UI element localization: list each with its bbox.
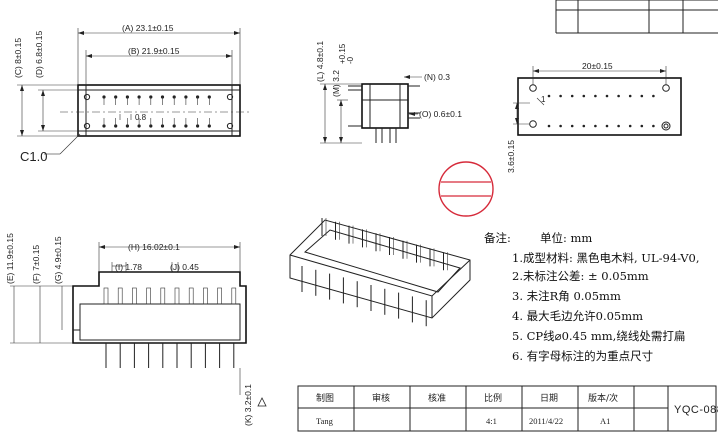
footprint-pin [559,124,562,128]
front-pin-top [132,287,137,305]
chamfer-label: C1.0 [20,149,47,164]
footprint-pin [547,94,551,98]
top-view-pins-top [83,93,234,105]
dim-f-label: (F) 7±0.15 [31,245,41,284]
dim-k-label: (K) 3.2±0.1 [243,384,253,426]
footprint-pin [652,94,655,98]
note-6: 6. 有字母标注的为重点尺寸 [512,349,653,363]
dim-footprint-height: 3.6±0.15 [506,140,516,173]
dim-a-label: (A) 23.1±0.15 [122,23,174,33]
front-pin-top [146,287,151,305]
tb-value-3: 4:1 [486,416,497,426]
note-1: 1.成型材料: 黑色电木料, UL-94-V0, [512,251,700,265]
footprint-pin [617,94,620,98]
footprint-pin [582,124,586,128]
footprint-view: 1 20±0.15 3.6±0.15 [506,61,682,173]
tb-header-4: 日期 [540,393,558,404]
footprint-pin [605,124,609,128]
isometric-pins [301,218,448,327]
footprint-pin [640,124,644,128]
footprint-pin [594,94,597,98]
front-pin-top [203,287,208,305]
front-view-pins [103,287,237,368]
footprint-pins-top [547,94,655,98]
footprint-pin [547,124,551,128]
notes-block: 备注: 单位: mm 1.成型材料: 黑色电木料, UL-94-V0, 2.未标… [484,231,700,363]
tb-header-0: 制图 [316,392,334,404]
tb-header-3: 比例 [484,392,502,404]
front-pin-top [117,287,123,305]
dim-g-label: (G) 4.9±0.15 [53,236,63,284]
front-pin-top [160,287,166,305]
dim-j-label: (J) 0.45 [170,262,199,272]
dim-i-label: (I) 1.78 [115,262,142,272]
dim-h-label: (H) 16.02±0.1 [128,242,180,252]
top-view: 0.8 (A) 23.1±0.15 (B) 21.9±0.15 (C) 8±0.… [13,23,252,164]
dim-n-label: (N) 0.3 [424,72,450,82]
side-view: (L) 4.8±0.1 (M) 3.2 +0.15 -0 (N) 0.3 (O)… [315,41,462,144]
tb-value-0: Tang [316,416,334,426]
inspection-stamp [438,161,494,217]
title-block: 制图 审核 核准 比例 日期 版本/次 Tang 4:1 2011/4/22 A… [297,385,718,432]
front-pin-top [188,287,194,305]
footprint-pin [628,124,632,128]
revision-grid [555,0,718,34]
dim-c-label: (C) 8±0.15 [13,38,23,78]
footprint-pin [570,94,574,98]
footprint-pins-bottom [547,124,655,128]
drawing-number: YQC-088 [674,404,718,416]
isometric-view [289,218,471,327]
warning-triangle-icon [257,397,267,407]
notes-heading: 备注: [484,231,511,245]
dim-footprint-width: 20±0.15 [582,61,613,71]
footprint-pin [594,124,597,128]
dim-b-label: (B) 21.9±0.15 [128,46,180,56]
note-4: 4. 最大毛边允许0.05mm [512,309,643,323]
footprint-pin [628,94,632,98]
footprint-pin [605,94,609,98]
front-pin-top [174,287,180,305]
tb-header-5: 版本/次 [588,392,618,404]
footprint-pin [617,124,620,128]
front-view: (H) 16.02±0.1 (I) 1.78 (J) 0.45 (E) 11.9… [5,233,267,426]
footprint-pin [582,94,586,98]
note-5: 5. CP线⌀0.45 mm,绕线处需打扁 [512,329,685,343]
front-pin-top [103,287,109,305]
pin-1-label: 1 [541,95,546,104]
footprint-pin [640,94,644,98]
dim-d-label: (D) 6.8±0.15 [34,31,44,78]
tb-header-1: 审核 [372,392,390,404]
dim-m-tol-top: +0.15 [338,43,347,64]
note-3: 3. 未注R角 0.05mm [512,289,621,303]
tb-header-2: 核准 [428,392,446,404]
dim-m-tol-bottom: -0 [346,56,355,64]
notes-unit: 单位: mm [540,231,592,245]
front-pin-top [217,287,222,305]
tb-value-4: 2011/4/22 [529,416,563,426]
dim-l-label: (L) 4.8±0.1 [315,41,325,82]
dim-o-label: (O) 0.6±0.1 [419,109,462,119]
footprint-pin [570,124,574,128]
front-pin-top [231,287,237,305]
footprint-pin [652,124,655,128]
dim-m-label: (M) 3.2 [331,70,341,97]
dim-e-label: (E) 11.9±0.15 [5,233,15,284]
tb-value-5: A1 [600,416,610,426]
note-2: 2.未标注公差: ± 0.05mm [512,269,649,283]
pin-pitch-label: 0.8 [135,113,147,122]
top-view-pins-bottom [83,118,234,130]
footprint-pin [559,94,562,98]
